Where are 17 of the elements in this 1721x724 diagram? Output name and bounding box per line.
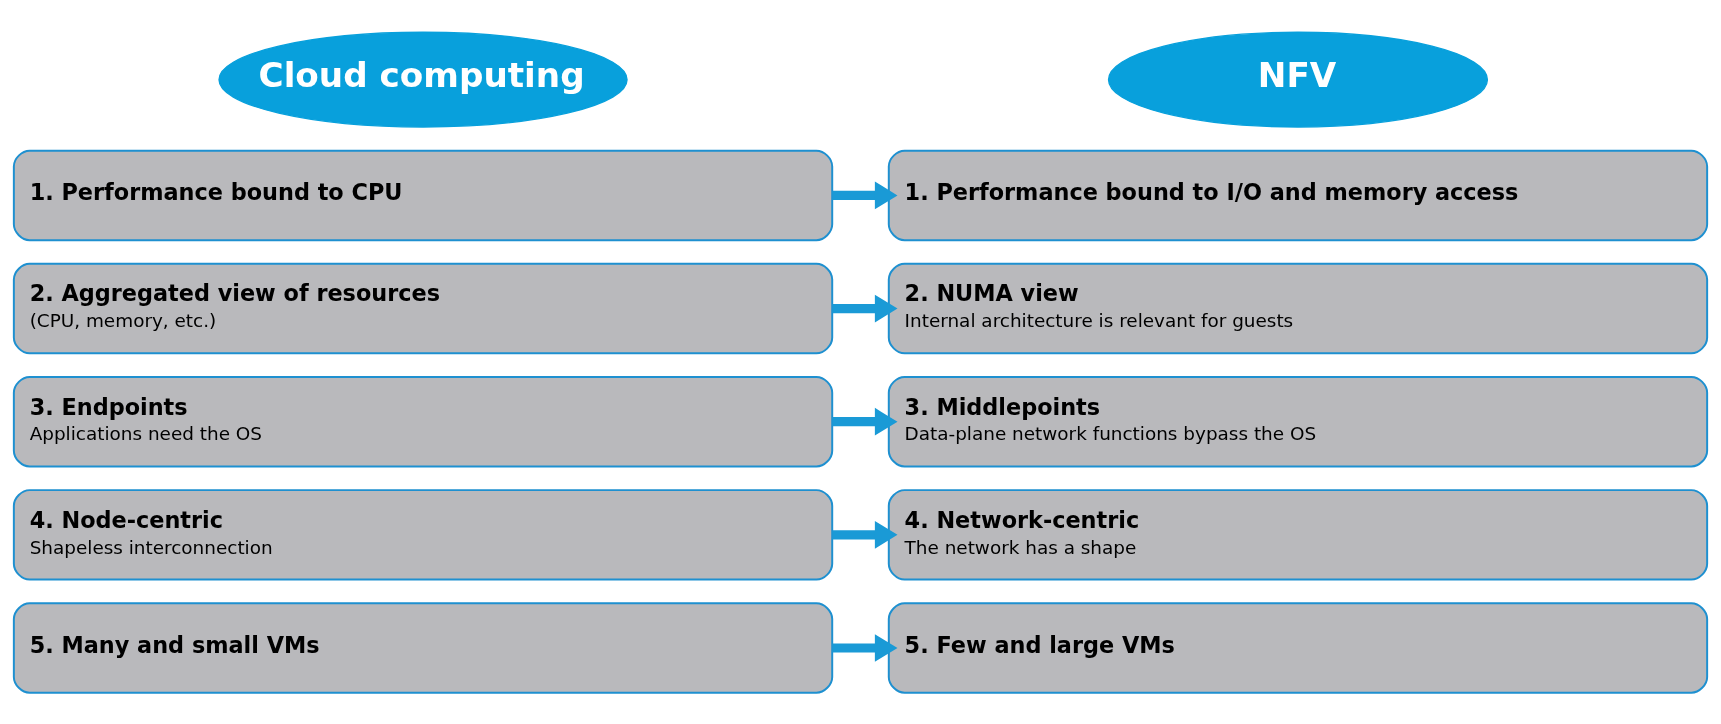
arrow bbox=[832, 294, 898, 322]
node-box: 5. Few and large VMs bbox=[887, 601, 1709, 694]
arrow bbox=[832, 181, 898, 209]
node-ellipse: Cloud computing bbox=[218, 31, 628, 128]
arrow bbox=[832, 520, 898, 549]
node-box: 2. NUMA view Internal architecture is relevant for guests bbox=[887, 262, 1709, 354]
node-box: 3. Middlepoints Data-plane network functions bypass the OS bbox=[887, 375, 1709, 467]
arrow bbox=[832, 407, 898, 436]
node-box: 5. Many and small VMs bbox=[12, 601, 834, 694]
node-box: 3. Endpoints Applications need the OS bbox=[12, 375, 834, 467]
node-box: 4. Node-centric Shapeless interconnection bbox=[12, 488, 834, 581]
node-box: 4. Network-centric The network has a shape bbox=[887, 488, 1709, 581]
node-box: 1. Performance bound to CPU bbox=[12, 149, 834, 241]
node-box: 1. Performance bound to I/O and memory access bbox=[887, 149, 1709, 241]
node-ellipse: NFV bbox=[1107, 31, 1489, 128]
node-box: 2. Aggregated view of resources (CPU, memory, etc.) bbox=[12, 262, 834, 354]
arrow bbox=[832, 633, 898, 662]
